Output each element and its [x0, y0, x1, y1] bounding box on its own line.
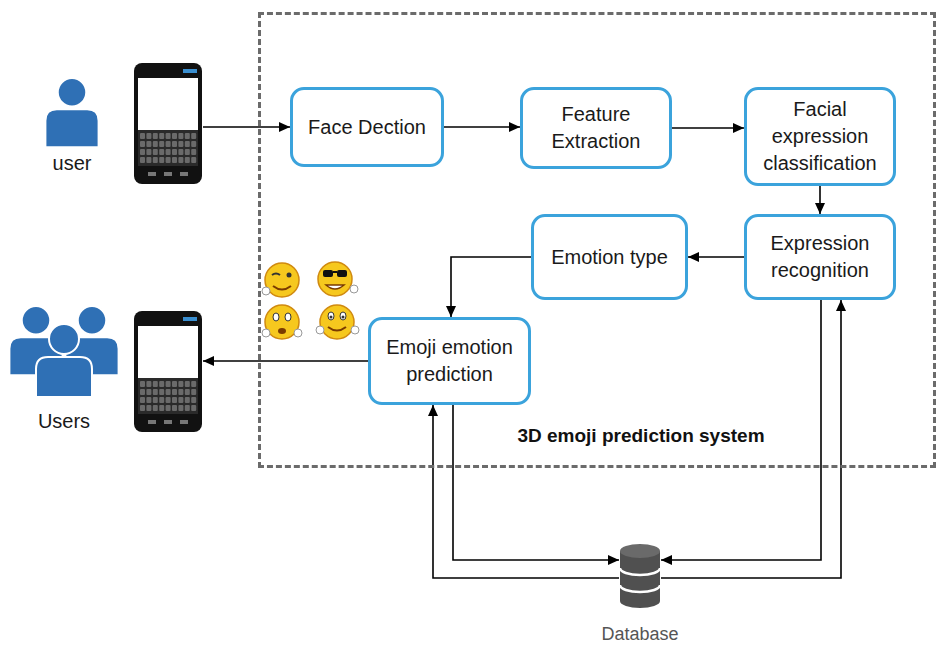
process-box: Emoji emotion prediction	[368, 317, 531, 405]
box-label: Expression recognition	[755, 230, 885, 284]
process-box: Expression recognition	[744, 214, 896, 300]
user-label-holder: user	[40, 152, 104, 175]
process-box: Feature Extraction	[520, 87, 672, 169]
emoji-worried	[262, 305, 302, 339]
arrow-connector	[451, 257, 531, 317]
database-icon	[619, 543, 661, 609]
box-label: Face Dection	[308, 114, 426, 141]
arrow-connector	[444, 126, 520, 128]
box-label: Feature Extraction	[531, 101, 661, 155]
system-title-holder: 3D emoji prediction system	[441, 425, 841, 447]
database-label-holder: Database	[570, 624, 710, 645]
arrow-connector	[203, 126, 290, 128]
emoji-wink	[262, 263, 299, 297]
box-label: Facial expression classification	[755, 96, 885, 177]
process-box: Face Dection	[290, 87, 444, 167]
user-group: user	[40, 58, 206, 188]
emoji-sunglasses	[318, 262, 358, 296]
box-label: Emotion type	[551, 244, 668, 271]
arrow-connector	[688, 256, 744, 258]
user-label-holder: Users	[8, 410, 120, 433]
process-box: Facial expression classification	[744, 87, 896, 186]
users-label: Users	[38, 410, 90, 432]
phone-icon	[133, 62, 203, 185]
user-label: user	[53, 152, 92, 174]
users-icon	[8, 306, 120, 406]
box-label: Emoji emotion prediction	[379, 334, 520, 388]
database-cylinder: Database	[590, 540, 690, 648]
database-label: Database	[601, 624, 678, 644]
system-boundary: 3D emoji prediction system Face Dection Fe…	[258, 12, 936, 468]
arrow-connector	[819, 186, 821, 214]
system-title: 3D emoji prediction system	[517, 425, 764, 446]
process-box: Emotion type	[531, 214, 688, 300]
users-group: Users	[8, 300, 206, 436]
arrow-connector	[672, 127, 744, 129]
phone-icon	[133, 310, 203, 433]
arrow-connector	[203, 360, 368, 362]
emoji-smile	[316, 305, 359, 339]
